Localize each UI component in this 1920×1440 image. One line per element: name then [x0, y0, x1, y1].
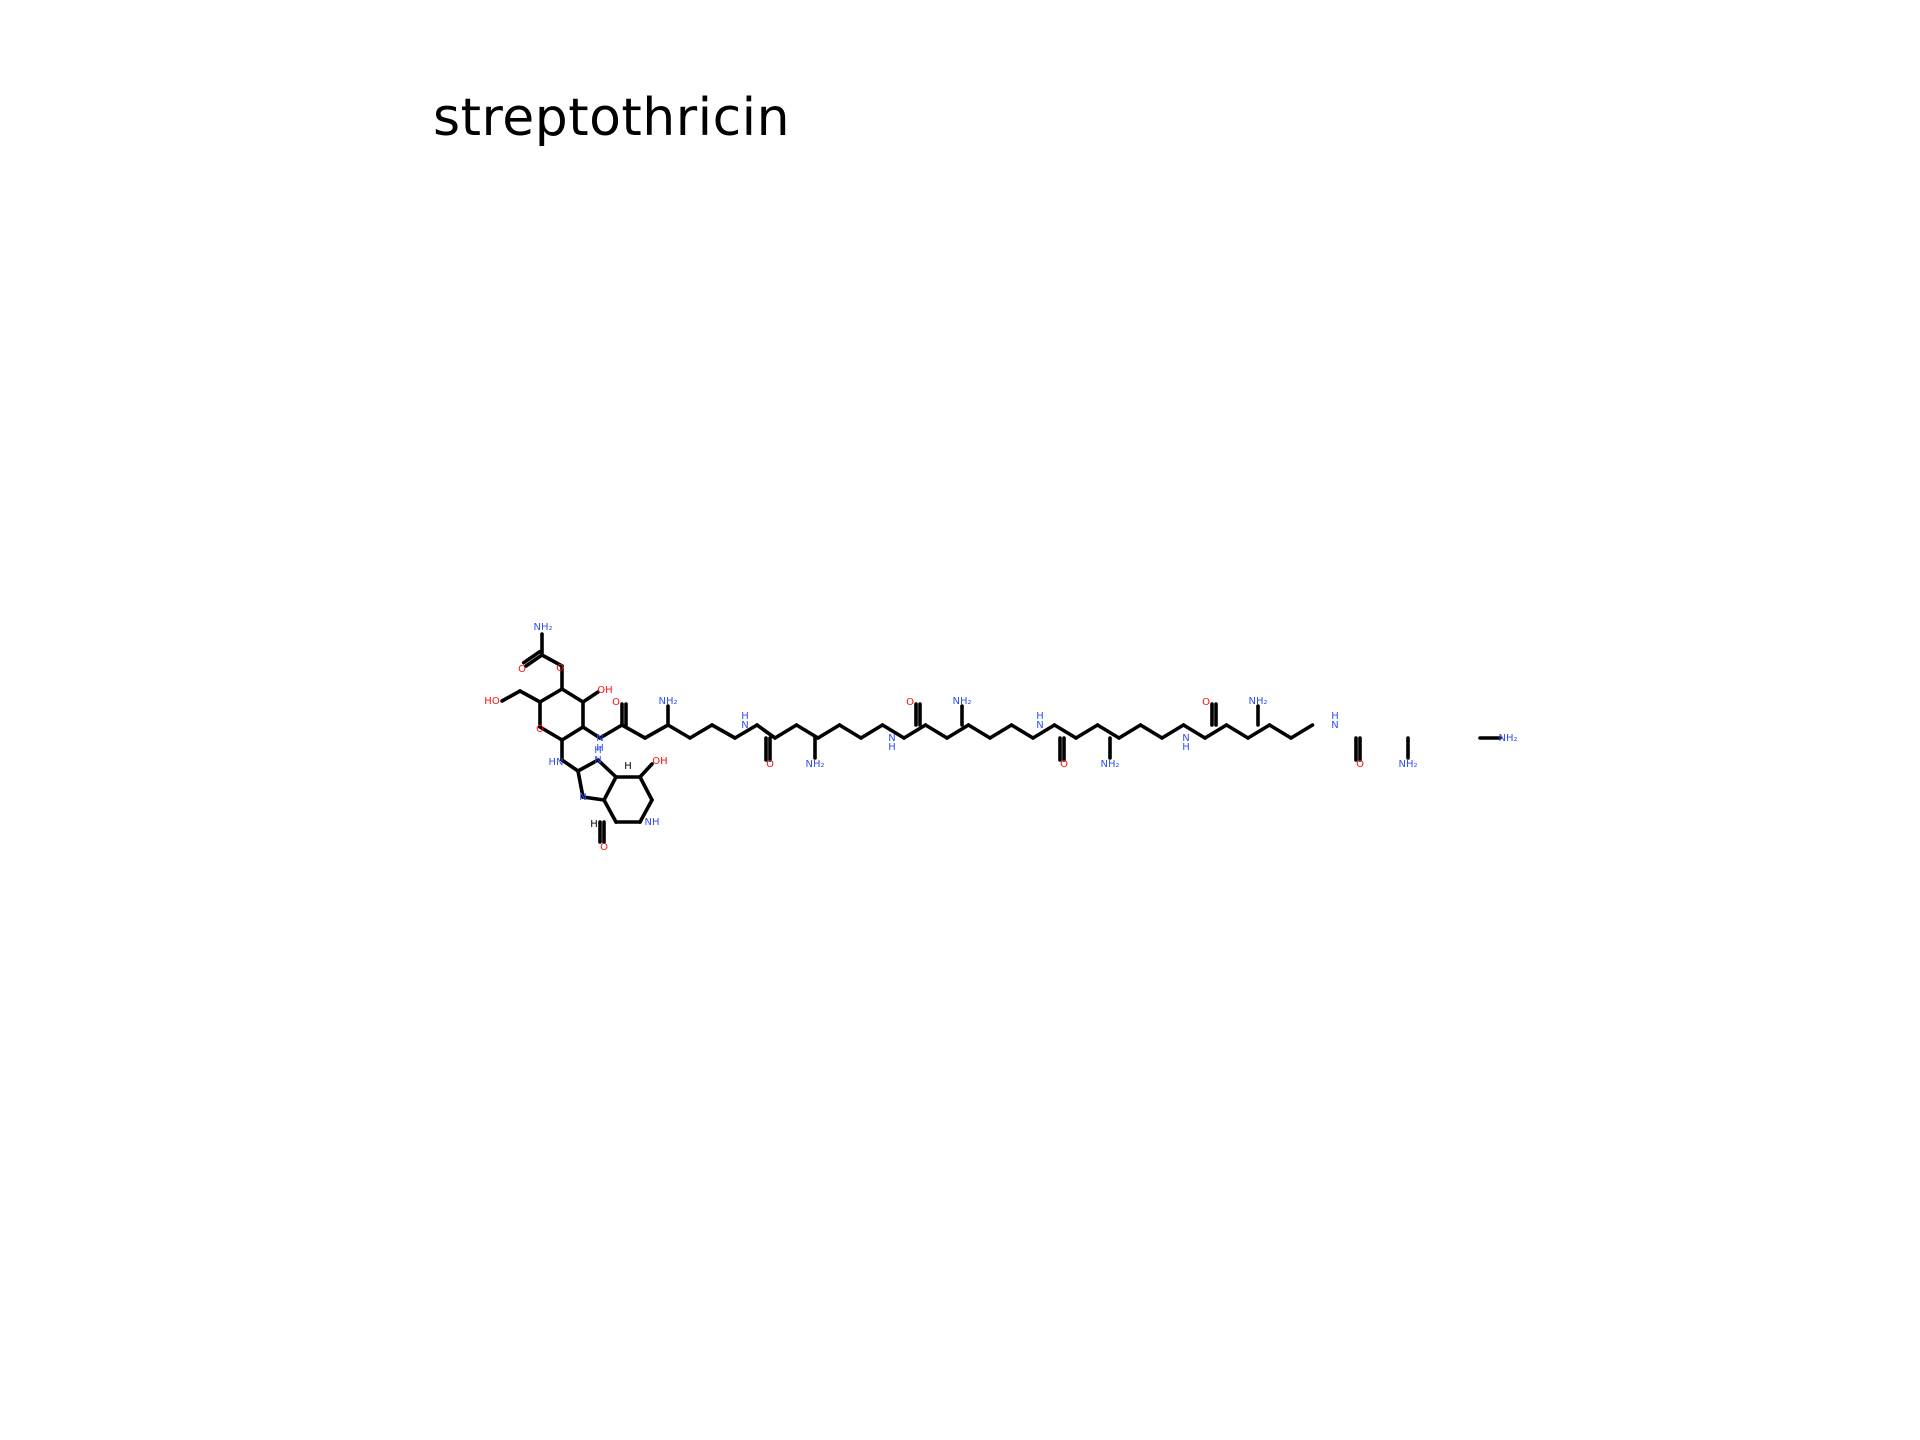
- guanidine-ring-nitrogen-label: N: [579, 792, 586, 803]
- guanidine-imine-label: HN: [549, 757, 564, 768]
- ring-oxygen-label: O: [536, 724, 544, 735]
- sugar-ring-bond: [560, 687, 585, 704]
- carbamate-carbonyl-bond: [524, 653, 544, 668]
- chain-amine-label: NH₂: [658, 696, 677, 707]
- terminal-amine-label: NH₂: [1498, 733, 1517, 744]
- chain-carbonyl-label: O: [766, 759, 774, 770]
- chain-amide-hydrogen-label: H: [741, 711, 749, 722]
- chain-bond: [794, 723, 820, 740]
- chain-amine-label: NH₂: [952, 696, 971, 707]
- chain-bond: [837, 723, 863, 740]
- chain-bond: [1267, 723, 1293, 740]
- hydroxymethyl-label: HO: [484, 696, 500, 707]
- imidazoline-bond: [576, 769, 585, 799]
- chain-bond: [816, 723, 842, 740]
- ch2oh-bond: [518, 689, 542, 704]
- ring-oh-bond: [581, 690, 600, 704]
- sugar-ring-bond: [538, 687, 564, 704]
- bond-layer: [500, 632, 1502, 844]
- ring-hydroxyl-label: OH: [597, 685, 612, 696]
- chain-carbonyl-label: O: [1356, 759, 1364, 770]
- lactam-hydroxyl-label: OH: [652, 756, 667, 767]
- guanidine-nitrogen-label: N: [594, 755, 601, 766]
- bridgehead-hydrogen-label: H: [624, 761, 632, 772]
- chain-amide-nitrogen-label: N: [1036, 720, 1043, 731]
- chain-bond: [1138, 723, 1164, 740]
- chain-carbonyl-label: O: [612, 697, 620, 708]
- chain-bond: [1224, 723, 1250, 740]
- carbamate-oxygen-label: O: [518, 664, 526, 675]
- chain-bond: [1117, 723, 1143, 740]
- chain-bond: [1246, 723, 1272, 740]
- chain-bond: [1203, 723, 1229, 740]
- carbamate-bond: [540, 653, 564, 668]
- molecule-title: streptothricin: [433, 88, 791, 148]
- carbamate-amine-label: NH₂: [533, 622, 552, 633]
- chain-amide-nitrogen-label: N: [1182, 733, 1189, 744]
- lactam-ring-bond: [638, 798, 654, 824]
- imidazoline-bond: [581, 795, 606, 802]
- chain-amide-hydrogen-label: H: [888, 742, 896, 753]
- chain-amide-hydrogen-label: H: [1331, 711, 1339, 722]
- chain-bond: [1074, 723, 1100, 740]
- sugar-ring-bond: [538, 725, 564, 742]
- chain-carbonyl-label: O: [1060, 759, 1068, 770]
- sugar-ring-bond: [560, 725, 585, 742]
- chain-bond: [902, 723, 928, 740]
- chain-bond: [1031, 723, 1057, 740]
- chain-bond: [733, 723, 759, 740]
- lactam-oxygen-label: O: [600, 842, 608, 853]
- chain-bond: [923, 723, 949, 740]
- lactam-oh-bond: [638, 762, 654, 779]
- chain-bond: [1052, 723, 1078, 740]
- ch2oh-bond: [500, 689, 522, 703]
- chain-bond: [945, 723, 971, 740]
- guan-bond: [560, 758, 580, 773]
- chain-carbonyl-label: O: [1202, 697, 1210, 708]
- chain-bond: [755, 723, 777, 740]
- lactam-nitrogen-label: NH: [645, 817, 660, 828]
- carbamate-ester-oxygen-label: O: [556, 663, 564, 674]
- chain-bond: [1009, 723, 1035, 740]
- lactam-ring-bond: [602, 798, 618, 824]
- chain-carbonyl-label: O: [906, 697, 914, 708]
- imidazoline-bond: [576, 758, 600, 773]
- chain-bond: [859, 723, 885, 740]
- imidazoline-bond: [596, 758, 618, 779]
- chain-amide-hydrogen-label: H: [1182, 742, 1190, 753]
- carbamate-carbonyl-bond: [521, 649, 542, 665]
- chain-amine-label: NH₂: [1248, 696, 1267, 707]
- imidazoline-bond: [602, 775, 618, 802]
- chain-amide-hydrogen-label: H: [1036, 711, 1044, 722]
- chain-amine-label: NH₂: [805, 759, 824, 770]
- chain-bond: [710, 723, 737, 740]
- guanidine-hydrogen-label: H: [594, 745, 602, 756]
- chain-bond: [988, 723, 1014, 740]
- chain-bond: [773, 723, 799, 740]
- chain-bond: [1095, 723, 1121, 740]
- chain-bond: [688, 723, 714, 740]
- chain-amine-label: NH₂: [1100, 759, 1119, 770]
- chain-bond: [666, 723, 692, 740]
- chain-bond: [598, 723, 624, 740]
- chain-bond: [620, 723, 647, 740]
- chain-bond: [1181, 723, 1207, 740]
- chain-amide-nitrogen-label: N: [1331, 720, 1338, 731]
- chain-amide-nitrogen-label: N: [888, 733, 895, 744]
- chain-amide-nitrogen-label: N: [741, 720, 748, 731]
- chain-bond: [966, 723, 992, 740]
- lactam-ring-bond: [638, 775, 654, 802]
- chain-bond: [1160, 723, 1186, 740]
- chain-bond: [643, 723, 670, 740]
- sugar-amide-bond: [581, 725, 602, 740]
- amide-hydrogen-label: H: [596, 743, 604, 754]
- chain-amine-label: NH₂: [1398, 759, 1417, 770]
- chain-bond: [880, 723, 906, 740]
- bridgehead-hydrogen-label: H: [590, 819, 598, 830]
- amide-nitrogen-label: N: [596, 733, 603, 744]
- chain-bond: [1289, 723, 1315, 740]
